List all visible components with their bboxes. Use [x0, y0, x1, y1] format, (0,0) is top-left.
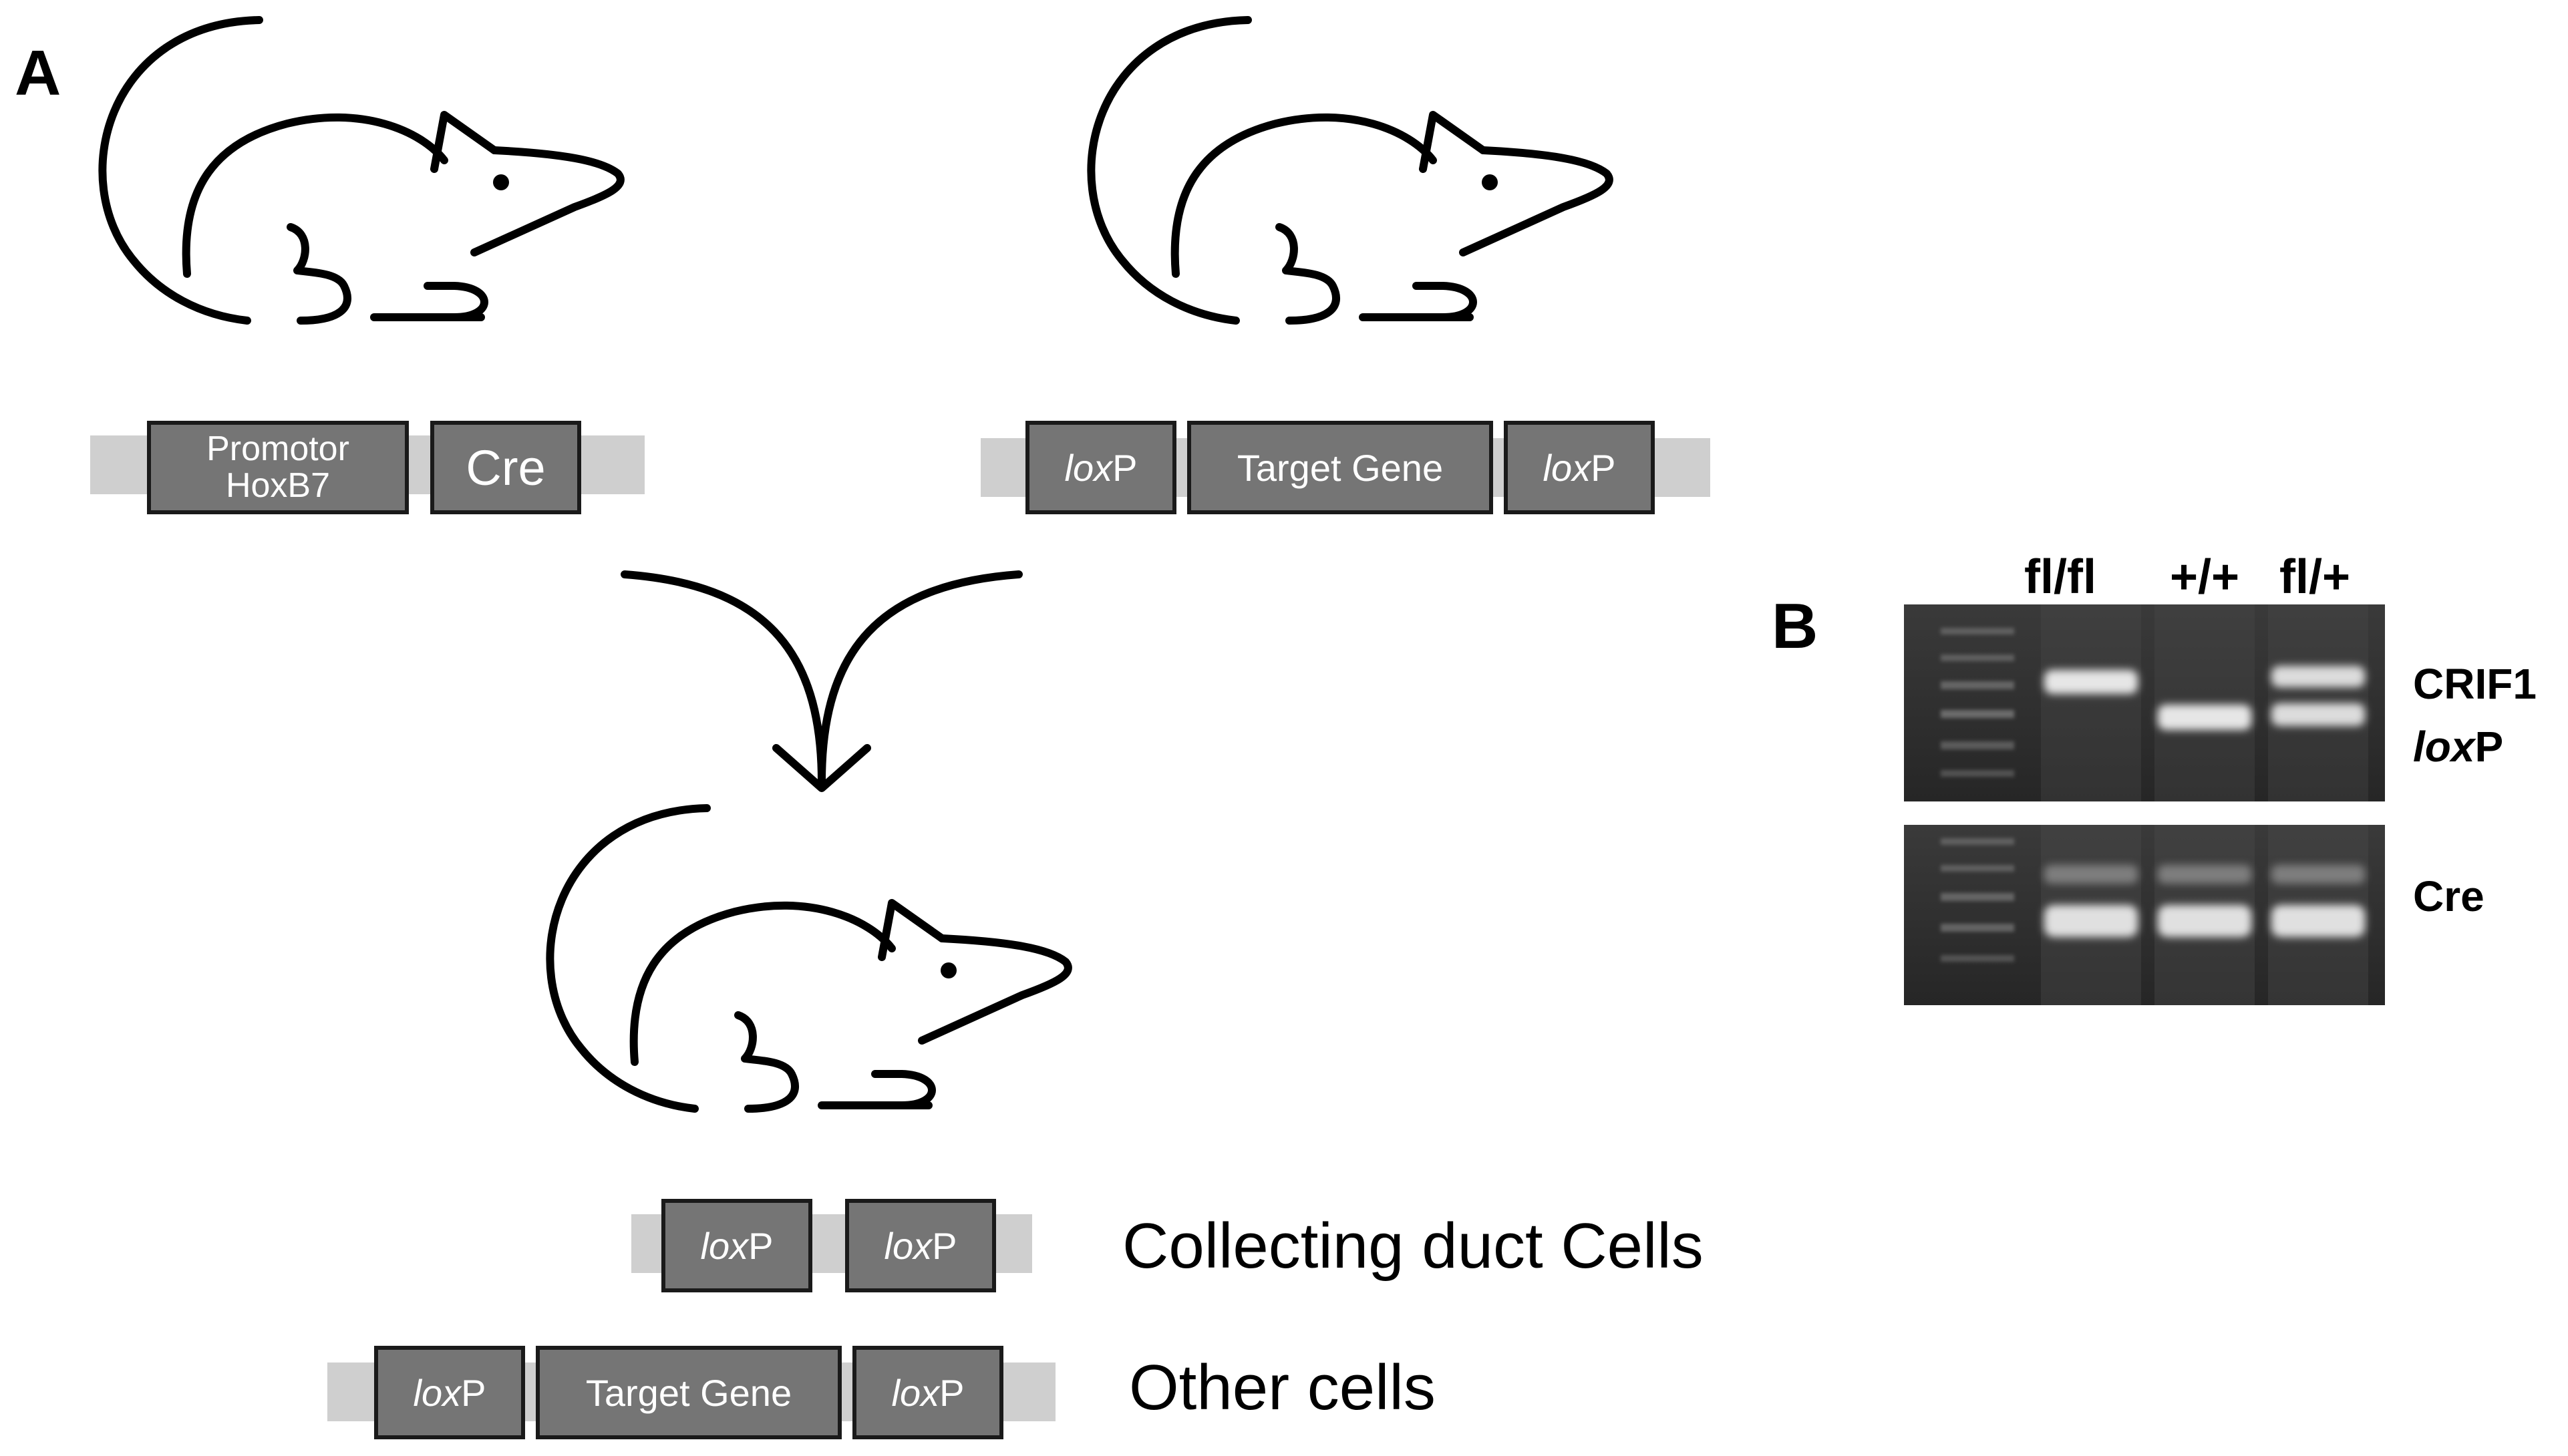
mouse-icon-offspring	[546, 804, 1072, 1113]
mouse-icon-cre-parent	[98, 16, 625, 325]
lane-header-fl-wt: fl/+	[2279, 550, 2351, 604]
mouse-icon-flox-parent	[1087, 16, 1613, 325]
promoter-hoxb7-box: Promotor HoxB7	[147, 421, 409, 514]
gel-image	[1904, 604, 2385, 1005]
target-gene-label-other: Target Gene	[585, 1371, 792, 1414]
gel-label-loxp-suffix: P	[2474, 723, 2504, 771]
panel-label-b: B	[1772, 590, 1818, 662]
gel-label-loxp: loxP	[2413, 725, 2503, 768]
loxp-suffix: P	[1591, 446, 1616, 489]
loxp-box-left: loxP	[1025, 421, 1176, 514]
ladder-bottom	[1941, 838, 2014, 962]
band-fl-fl-crif1	[2044, 670, 2138, 694]
loxp-italic: lox	[1543, 446, 1591, 489]
ladder-top	[1941, 628, 2014, 777]
loxp-italic: lox	[413, 1371, 462, 1414]
loxp-box-collecting-left: loxP	[661, 1199, 812, 1292]
cre-box: Cre	[430, 421, 581, 514]
loxp-suffix: P	[932, 1224, 957, 1267]
collecting-duct-cells-label: Collecting duct Cells	[1122, 1210, 1704, 1282]
target-gene-label: Target Gene	[1237, 446, 1444, 489]
loxp-suffix: P	[461, 1371, 486, 1414]
band-wt-cre	[2158, 905, 2251, 937]
gel-top	[1904, 604, 2385, 801]
loxp-italic: lox	[700, 1224, 749, 1267]
promoter-hoxb7-label: Promotor HoxB7	[206, 429, 349, 505]
gel-label-cre: Cre	[2413, 872, 2484, 920]
loxp-suffix: P	[748, 1224, 774, 1267]
loxp-box-other-right: loxP	[852, 1346, 1003, 1439]
gel-label-loxp-italic: lox	[2413, 723, 2475, 771]
loxp-italic: lox	[891, 1371, 940, 1414]
loxp-italic: lox	[1064, 446, 1113, 489]
panel-label-a: A	[15, 37, 61, 109]
loxp-suffix: P	[1112, 446, 1138, 489]
band-fl-fl-cre	[2044, 905, 2138, 937]
band-fl-wt-crif1-upper	[2271, 666, 2365, 687]
target-gene-box-other: Target Gene	[536, 1346, 842, 1439]
loxp-box-other-left: loxP	[374, 1346, 525, 1439]
lane-header-wt: +/+	[2170, 550, 2240, 604]
cre-box-label: Cre	[466, 439, 546, 496]
gel-label-crif1: CRIF1	[2413, 660, 2537, 708]
loxp-box-right: loxP	[1504, 421, 1655, 514]
band-fl-wt-crif1-lower	[2271, 703, 2365, 726]
band-fl-wt-cre	[2271, 905, 2365, 937]
loxp-suffix: P	[939, 1371, 965, 1414]
loxp-italic: lox	[884, 1224, 933, 1267]
lane-header-fl-fl: fl/fl	[2024, 550, 2096, 604]
band-wt-crif1	[2158, 705, 2251, 730]
loxp-box-collecting-right: loxP	[845, 1199, 996, 1292]
cross-arrow-icon	[621, 570, 1023, 792]
other-cells-label: Other cells	[1129, 1352, 1436, 1423]
target-gene-box: Target Gene	[1187, 421, 1493, 514]
